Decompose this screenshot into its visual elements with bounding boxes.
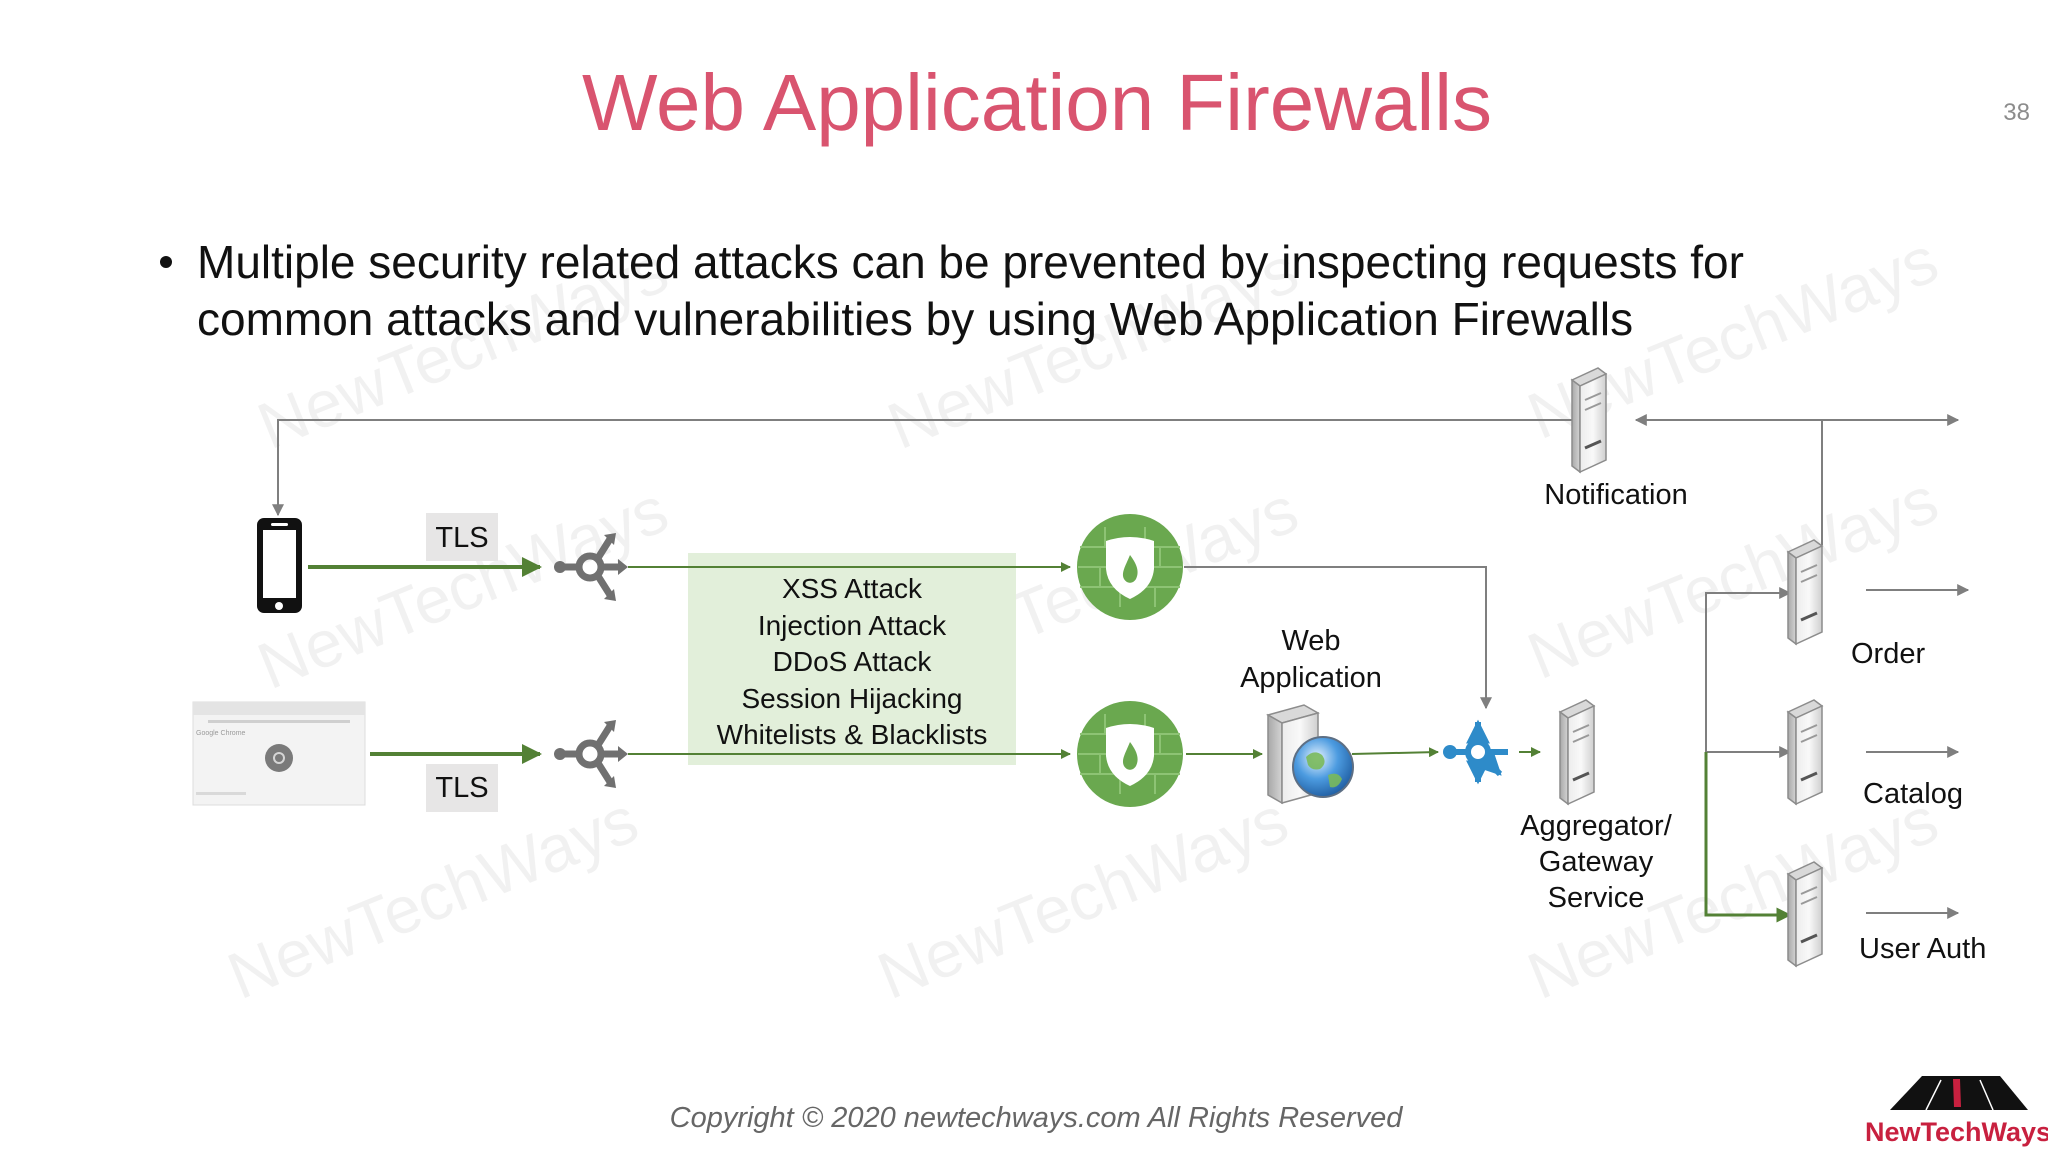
arrow-gateway-to-userauth (1704, 752, 1792, 923)
watermark: NewTechWays (248, 472, 678, 703)
page-number: 38 (2003, 99, 2030, 126)
attack-session-hijacking: Session Hijacking (742, 683, 963, 714)
green-connectors (308, 557, 1792, 923)
arrow-waf-to-gateway (1184, 566, 1492, 710)
arrow-webapp-to-gateway (1351, 747, 1439, 758)
gateway-label-line-3: Service (1548, 882, 1645, 914)
attack-list-panel (688, 553, 1016, 765)
catalog-server-icon (1786, 698, 1824, 806)
slide-title: Web Application Firewalls (582, 58, 1492, 147)
tls-label-top: TLS (435, 522, 488, 554)
attack-ddos: DDoS Attack (773, 646, 933, 677)
tls-label-bottom: TLS (435, 772, 488, 804)
order-server-icon (1786, 538, 1824, 646)
watermark: NewTechWays (218, 782, 648, 1013)
gateway-label-line-2: Gateway (1539, 846, 1654, 878)
watermark: NewTechWays (868, 782, 1298, 1013)
smartphone-icon (257, 518, 302, 613)
attack-injection: Injection Attack (758, 610, 947, 641)
bullet-line-1: Multiple security related attacks can be… (197, 236, 1744, 288)
grey-connectors (272, 414, 1970, 919)
brand-logo (1890, 1076, 2028, 1111)
webapp-label-line-1: Web (1281, 625, 1340, 657)
copyright-text: Copyright © 2020 newtechways.com All Rig… (670, 1102, 1404, 1134)
userauth-server-icon (1786, 860, 1824, 968)
userauth-label: User Auth (1859, 933, 1986, 965)
arrow-notification-to-mobile (272, 419, 1574, 517)
gateway-label-line-1: Aggregator/ (1520, 810, 1672, 842)
waf-bottom-icon (1076, 700, 1184, 808)
notification-label: Notification (1544, 479, 1687, 511)
gateway-arrows-icon (1443, 719, 1508, 785)
tls-box-bottom (426, 764, 498, 812)
web-server-globe-icon (1266, 704, 1354, 805)
tls-box-top (426, 513, 498, 561)
brand-name: NewTechWays (1865, 1117, 2048, 1147)
attack-whitelists-blacklists: Whitelists & Blacklists (717, 719, 988, 750)
order-label: Order (1851, 638, 1925, 670)
waf-top-icon (1076, 513, 1184, 621)
catalog-label: Catalog (1863, 778, 1963, 810)
load-balancer-bottom-icon (554, 720, 628, 788)
browser-window-icon: Google Chrome (192, 701, 366, 806)
bullet-dot (160, 256, 172, 268)
bullet-line-2: common attacks and vulnerabilities by us… (197, 293, 1633, 345)
attack-xss: XSS Attack (782, 573, 923, 604)
arrow-gateway-to-order (1705, 587, 1792, 752)
browser-tab-text: Google Chrome (196, 730, 246, 737)
notification-server-icon (1570, 366, 1608, 474)
webapp-label-line-2: Application (1240, 662, 1382, 694)
gateway-server-icon (1558, 698, 1596, 806)
